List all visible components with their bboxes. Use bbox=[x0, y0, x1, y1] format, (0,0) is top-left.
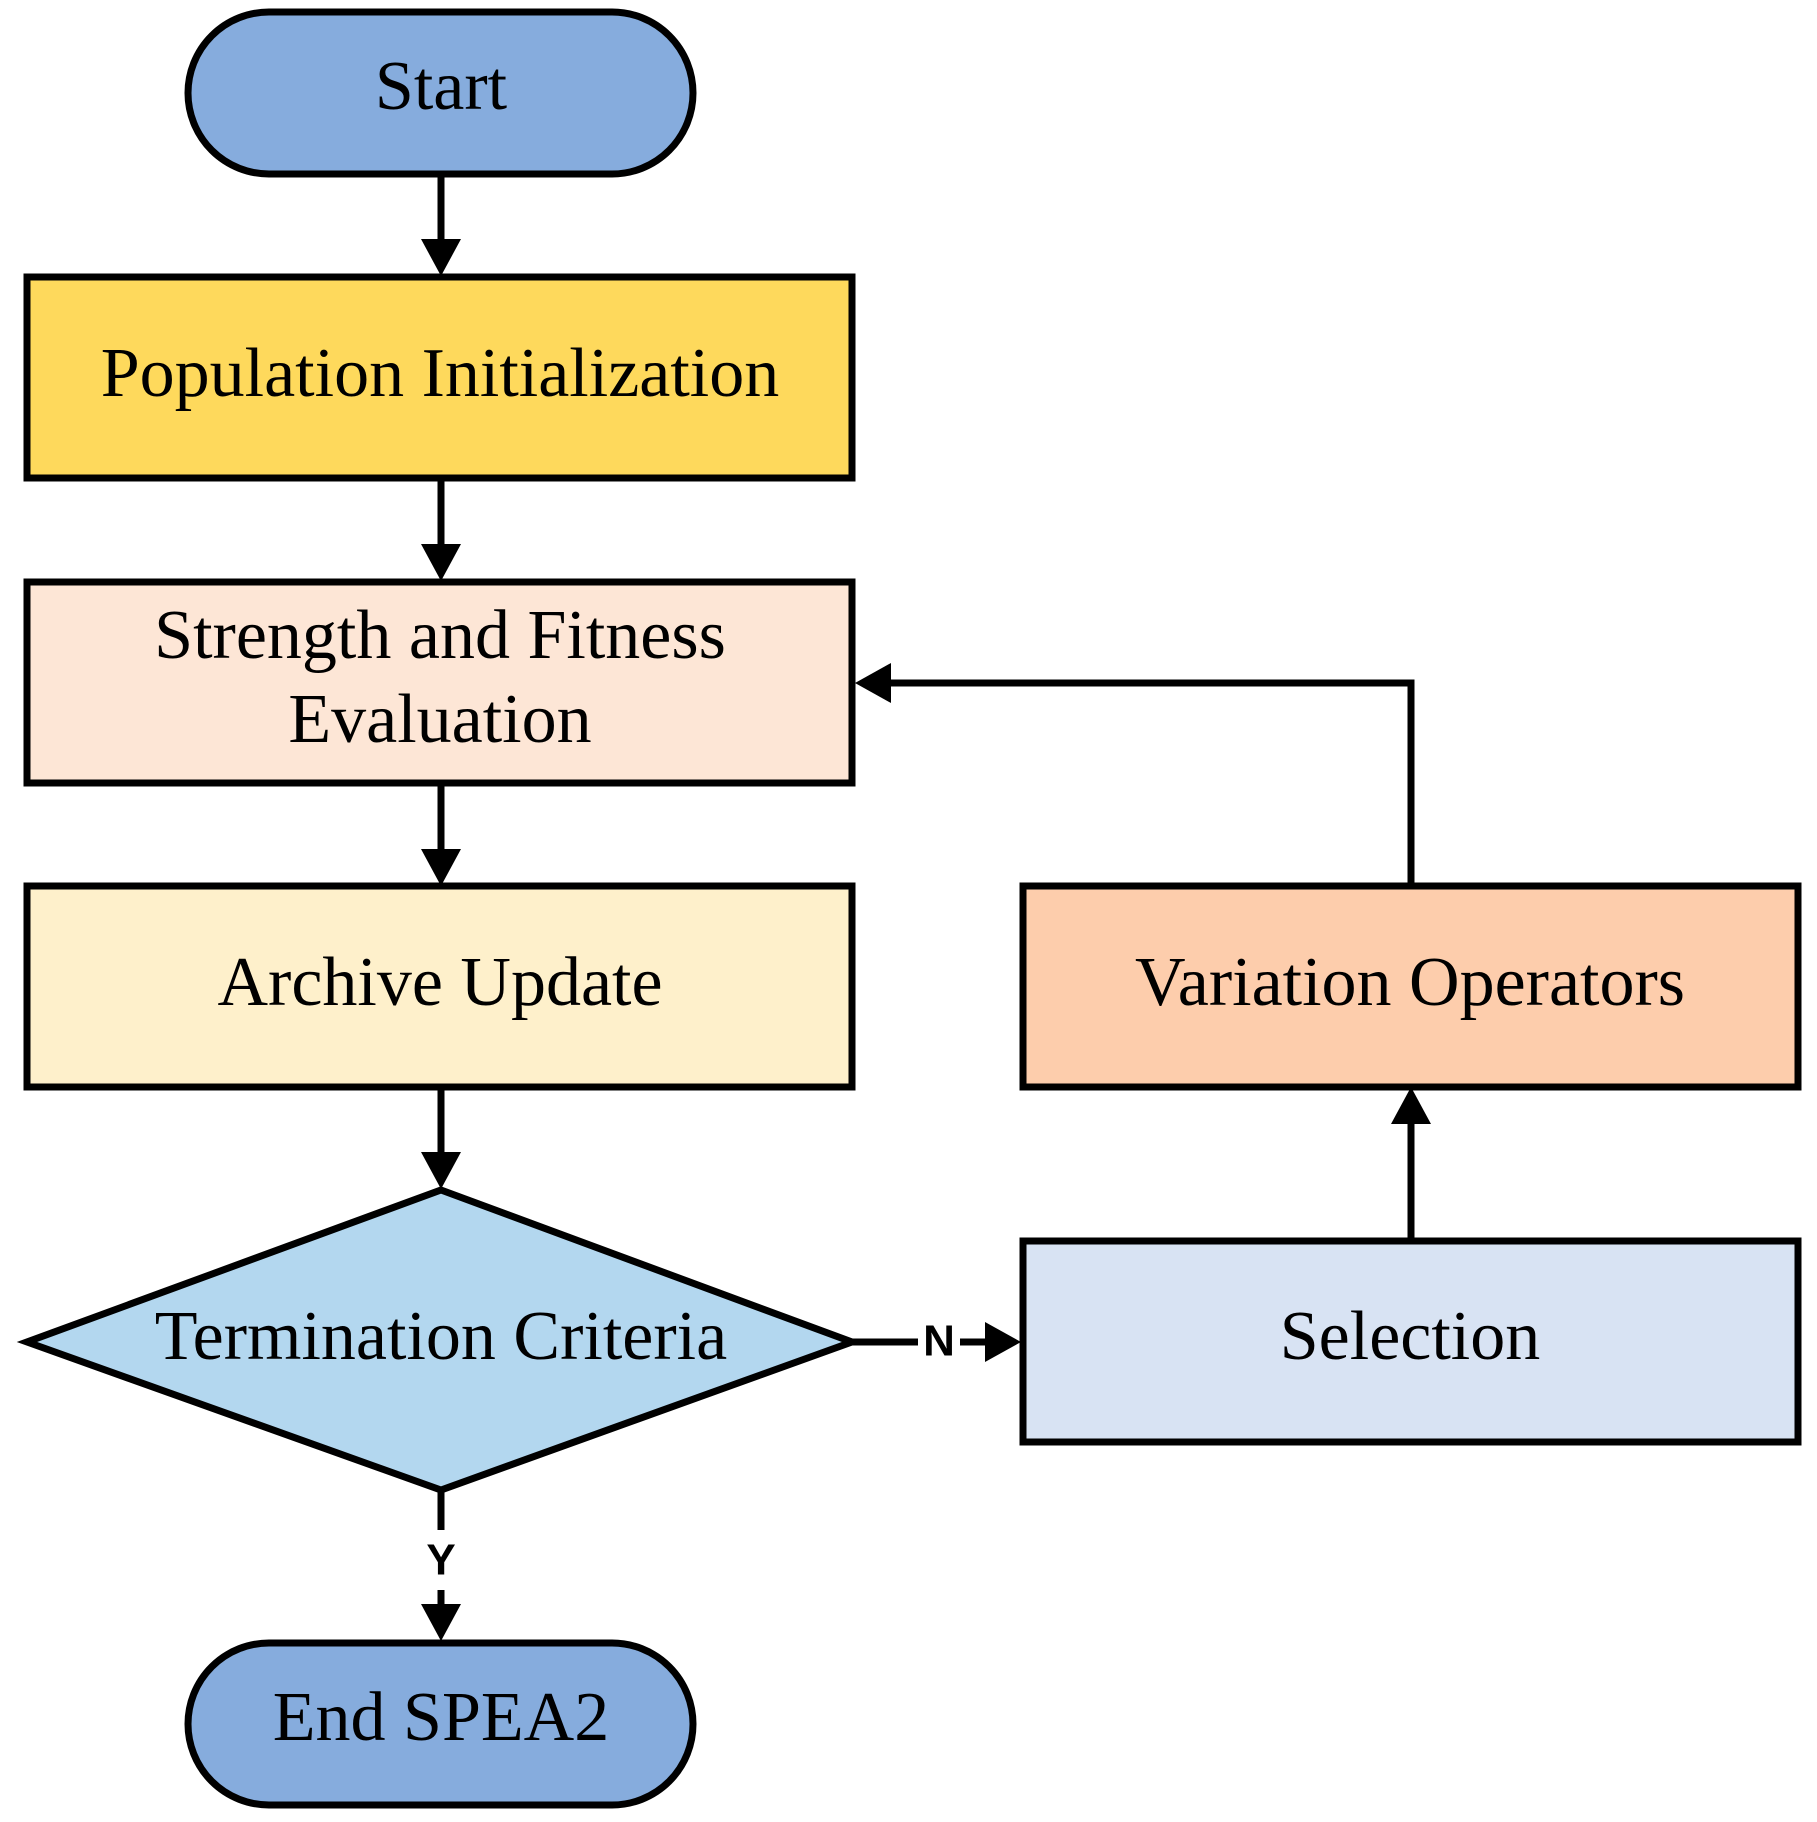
end-shape bbox=[184, 1639, 697, 1809]
edge-label-no: N bbox=[923, 1317, 955, 1366]
selection-shape bbox=[1019, 1237, 1802, 1446]
start-shape bbox=[184, 8, 697, 178]
population-init-label: Population Initialization bbox=[101, 335, 780, 412]
fitness-eval-node: Strength and Fitness Evaluation bbox=[23, 578, 856, 787]
archive-update-label: Archive Update bbox=[217, 944, 662, 1021]
edge-label-yes: Y bbox=[426, 1536, 455, 1585]
population-init-node: Population Initialization bbox=[23, 273, 856, 482]
termination-label: Termination Criteria bbox=[155, 1298, 727, 1375]
selection-label: Selection bbox=[1280, 1298, 1540, 1375]
fitness-eval-label-line1: Strength and Fitness bbox=[154, 597, 726, 674]
arrowhead-termination bbox=[421, 1152, 461, 1189]
end-label: End SPEA2 bbox=[273, 1679, 609, 1756]
termination-node: Termination Criteria bbox=[16, 1186, 863, 1494]
selection-node: Selection bbox=[1019, 1237, 1802, 1446]
variation-label: Variation Operators bbox=[1135, 944, 1685, 1021]
start-node: Start bbox=[184, 8, 697, 178]
arrowhead-end bbox=[421, 1604, 461, 1641]
arrowhead-fitness bbox=[421, 544, 461, 581]
arrowhead-population bbox=[421, 239, 461, 276]
arrowhead-variation bbox=[1391, 1087, 1431, 1124]
edges bbox=[421, 176, 1431, 1641]
end-node: End SPEA2 bbox=[184, 1639, 697, 1809]
fitness-eval-shape bbox=[23, 578, 856, 787]
edge-variation-to-fitness bbox=[888, 679, 1415, 884]
termination-shape bbox=[16, 1186, 863, 1494]
population-init-shape bbox=[23, 273, 856, 482]
variation-shape bbox=[1019, 882, 1802, 1091]
fitness-eval-label-line2: Evaluation bbox=[288, 681, 591, 758]
arrowhead-loop-fitness bbox=[855, 663, 891, 703]
arrowhead-archive bbox=[421, 849, 461, 886]
archive-update-shape bbox=[23, 882, 856, 1091]
arrowhead-selection bbox=[985, 1322, 1021, 1362]
start-label: Start bbox=[375, 48, 508, 125]
archive-update-node: Archive Update bbox=[23, 882, 856, 1091]
variation-node: Variation Operators bbox=[1019, 882, 1802, 1091]
